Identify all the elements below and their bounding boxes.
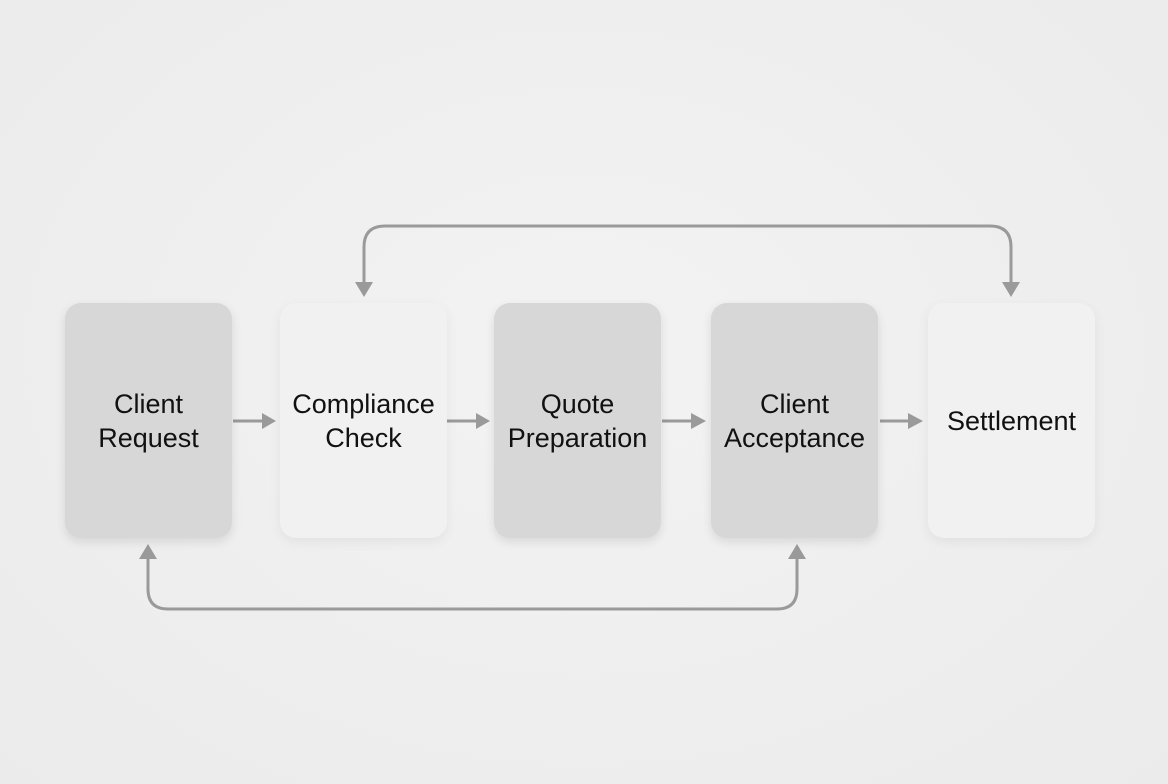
edge-client-request-to-compliance-check (233, 413, 276, 429)
arrowhead-icon (476, 413, 490, 429)
node-label: Settlement (946, 405, 1077, 436)
arrowhead-icon (691, 413, 706, 429)
arrowhead-icon (1002, 282, 1020, 297)
node-quote-preparation[interactable]: Quote Preparation (494, 303, 661, 538)
node-compliance-check[interactable]: Compliance Check (280, 303, 447, 538)
edge-quote-preparation-to-client-acceptance (662, 413, 706, 429)
node-label: Compliance Check (292, 388, 435, 453)
node-client-acceptance[interactable]: Client Acceptance (711, 303, 878, 538)
arrowhead-icon (788, 544, 806, 559)
node-client-request[interactable]: Client Request (65, 303, 232, 538)
arrowhead-icon (908, 413, 923, 429)
node-label: Client Acceptance (723, 388, 866, 453)
arrowhead-icon (262, 413, 276, 429)
node-label: Quote Preparation (507, 388, 648, 453)
arrowhead-icon (355, 282, 373, 297)
arrowhead-icon (139, 544, 157, 559)
node-label: Client Request (98, 388, 199, 453)
edge-client-request-client-acceptance-loop (139, 544, 806, 611)
edge-compliance-check-settlement-loop (355, 224, 1020, 297)
edge-client-acceptance-to-settlement (880, 413, 923, 429)
node-settlement[interactable]: Settlement (928, 303, 1095, 538)
edge-compliance-check-to-quote-preparation (447, 413, 490, 429)
